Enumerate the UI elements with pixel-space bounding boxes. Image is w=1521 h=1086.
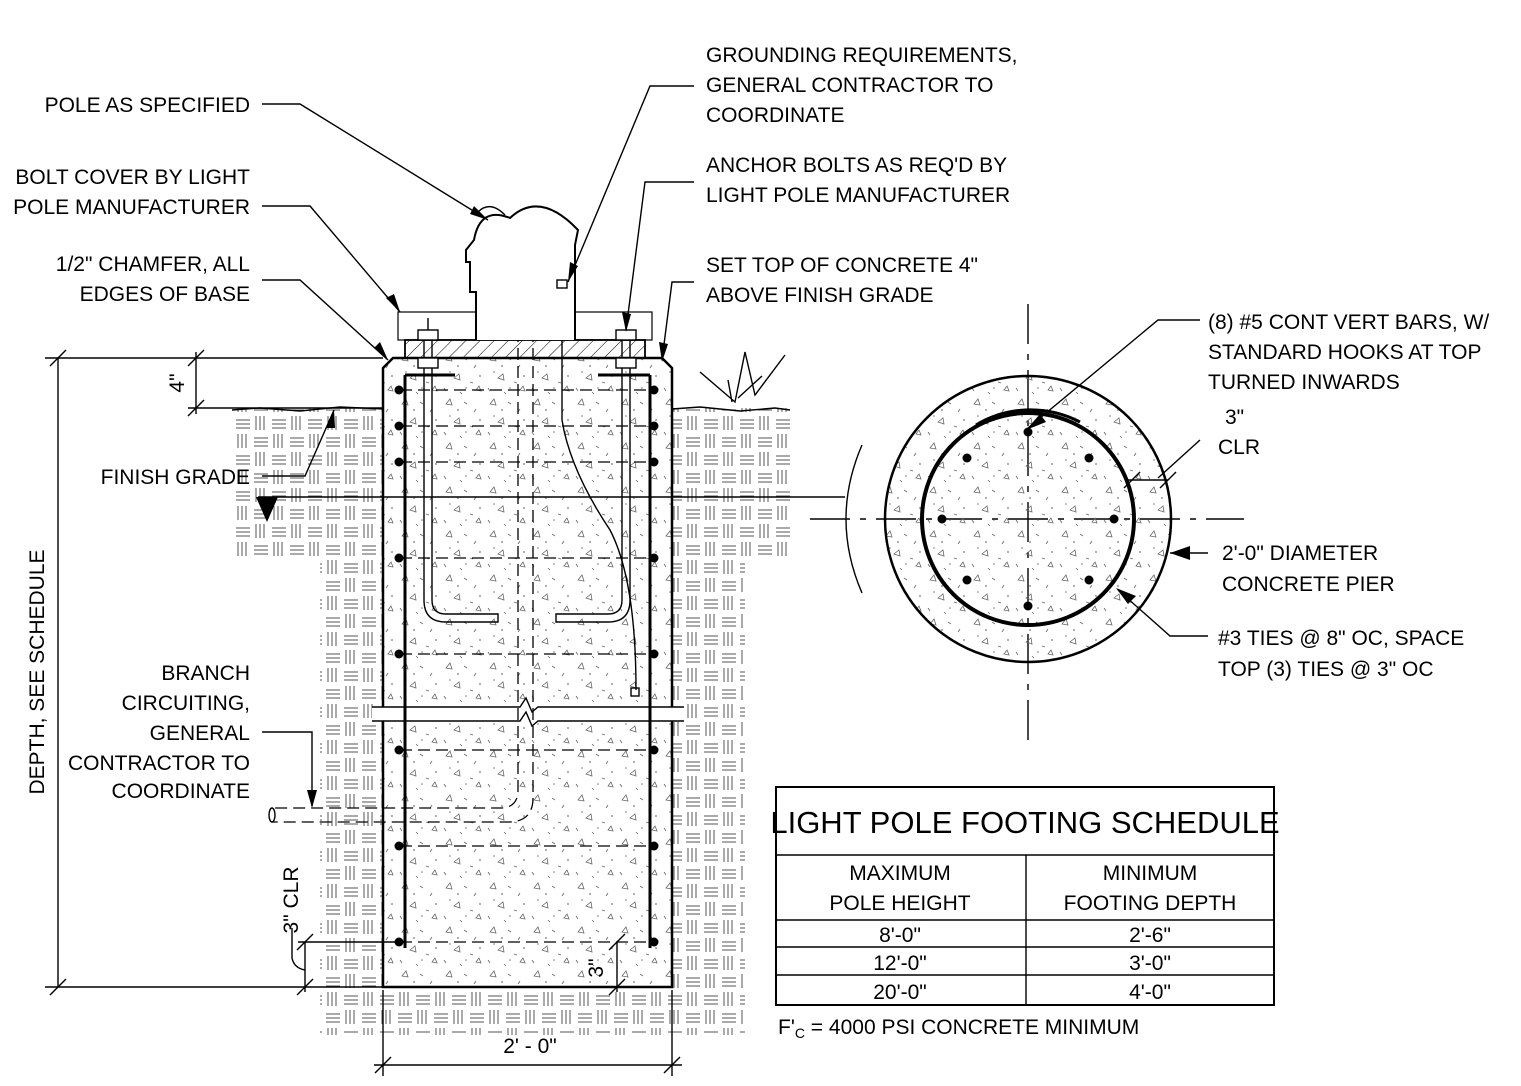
rebar-dots [394, 385, 659, 947]
diameter-label-1: 2'-0" DIAMETER [1222, 542, 1378, 565]
concrete-pier [381, 356, 674, 989]
grounding-wire [561, 288, 637, 691]
concrete-strength-note: F'C = 4000 PSI CONCRETE MINIMUM [778, 1016, 1139, 1041]
nut-right-bottom [615, 357, 637, 369]
four-inch-dim: 4" [166, 373, 189, 392]
schedule-header-2b: FOOTING DEPTH [1064, 892, 1237, 915]
grounding-label-2: GENERAL CONTRACTOR TO [706, 74, 993, 97]
hook-arc [975, 408, 1081, 427]
soil-hatch [232, 408, 790, 1035]
pole-label: POLE AS SPECIFIED [45, 94, 250, 117]
width-dim: 2' - 0" [503, 1035, 556, 1058]
schedule-header-1a: MAXIMUM [849, 862, 951, 885]
plan-clr-label-1: 3" [1225, 406, 1244, 429]
grade-triangle [256, 497, 278, 522]
finish-grade-label: FINISH GRADE [101, 466, 250, 489]
plan-bars [937, 427, 1119, 611]
pier-outline [883, 374, 1173, 664]
schedule-cell: 3'-0" [1129, 952, 1171, 975]
anchor-label-2: LIGHT POLE MANUFACTURER [706, 184, 1010, 207]
conduit-2 [272, 258, 534, 823]
footing-section [231, 205, 845, 1035]
branch-label-4: CONTRACTOR TO [68, 752, 250, 775]
schedule-cell: 4'-0" [1129, 981, 1171, 1004]
ground-rod-clamp [630, 687, 640, 697]
depth-dim-label: DEPTH, SEE SCHEDULE [26, 549, 49, 794]
schedule-header-2a: MINIMUM [1103, 862, 1197, 885]
nut-left-bottom [417, 357, 439, 369]
conduit [272, 258, 519, 809]
schedule-cell: 8'-0" [879, 924, 921, 947]
diameter-label-2: CONCRETE PIER [1222, 573, 1395, 596]
conduit-end [268, 807, 276, 823]
chamfer-label-2: EDGES OF BASE [80, 283, 250, 306]
schedule-cell: 12'-0" [873, 952, 927, 975]
grounding-label-3: COORDINATE [706, 104, 844, 127]
ties-label-1: #3 TIES @ 8" OC, SPACE [1218, 627, 1464, 650]
vert-bars-label-1: (8) #5 CONT VERT BARS, W/ [1208, 311, 1489, 334]
chamfer-label-1: 1/2" CHAMFER, ALL [56, 253, 250, 276]
anchor-bolt-left [423, 330, 499, 623]
tie-ring [920, 411, 1136, 627]
grass-symbol [699, 351, 786, 404]
grounding-label-1: GROUNDING REQUIREMENTS, [706, 44, 1018, 67]
branch-label-3: GENERAL [150, 722, 250, 745]
clr-bottom-dim: 3" CLR [280, 867, 303, 934]
vert-bars-label-3: TURNED INWARDS [1208, 371, 1400, 394]
ties [400, 389, 654, 943]
branch-label-5: COORDINATE [112, 780, 250, 803]
schedule-cell: 20'-0" [873, 981, 927, 1004]
anchor-bolt-right [555, 330, 631, 623]
vert-bars-label-2: STANDARD HOOKS AT TOP [1208, 341, 1481, 364]
footing-schedule-table: LIGHT POLE FOOTING SCHEDULE MAXIMUM POLE… [770, 786, 1280, 1006]
break-line [372, 696, 684, 728]
light-pole [465, 205, 580, 340]
branch-label-2: CIRCUITING, [122, 692, 250, 715]
pier-plan-view: 3" CLR (8) #5 CONT VERT BARS, W/ STANDAR… [810, 304, 1489, 740]
anchor-label-1: ANCHOR BOLTS AS REQ'D BY [706, 154, 1007, 177]
dimensions: DEPTH, SEE SCHEDULE 4" 3" CLR 3" 2' - 0" [26, 349, 682, 1076]
top-concrete-label-1: SET TOP OF CONCRETE 4" [706, 254, 978, 277]
bolt-cover-label-2: POLE MANUFACTURER [13, 196, 250, 219]
top-right-callouts: GROUNDING REQUIREMENTS, GENERAL CONTRACT… [567, 44, 1018, 362]
left-callouts: POLE AS SPECIFIED BOLT COVER BY LIGHT PO… [13, 94, 489, 808]
schedule-title: LIGHT POLE FOOTING SCHEDULE [770, 805, 1279, 840]
three-inch-dim: 3" [585, 958, 608, 977]
schedule-cell: 2'-6" [1129, 924, 1171, 947]
branch-label-1: BRANCH [161, 662, 250, 685]
plan-clr-label-2: CLR [1218, 436, 1260, 459]
bolt-cover-label-1: BOLT COVER BY LIGHT [15, 166, 250, 189]
pole-ground-lug [556, 279, 568, 289]
nut-left-top [417, 329, 439, 341]
ties-label-2: TOP (3) TIES @ 3" OC [1218, 658, 1434, 681]
top-concrete-label-2: ABOVE FINISH GRADE [706, 284, 934, 307]
schedule-header-1b: POLE HEIGHT [829, 892, 970, 915]
base-plate [404, 339, 646, 359]
